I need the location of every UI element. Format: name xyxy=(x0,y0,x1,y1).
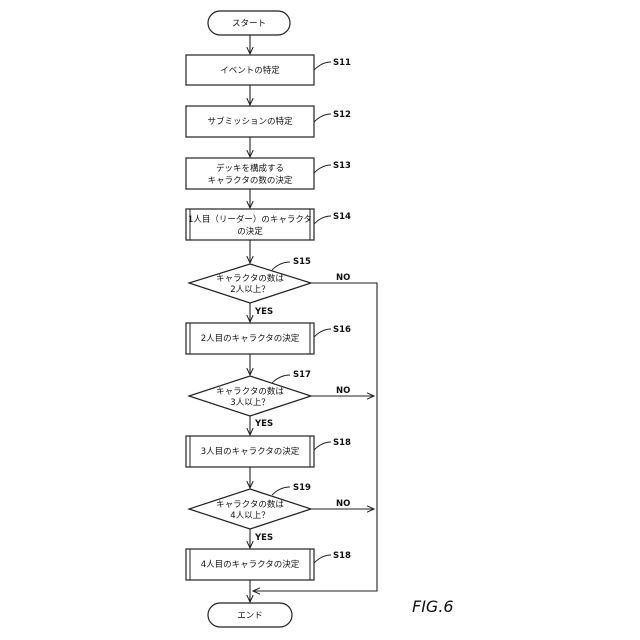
step-s11-leader xyxy=(314,62,331,70)
decision-s15-text-line1: キャラクタの数は xyxy=(216,273,284,284)
start-terminal: スタート xyxy=(208,11,290,35)
step-s14-leader xyxy=(314,216,331,224)
step-s16-id: S16 xyxy=(333,325,351,335)
decision-s19-no-label: NO xyxy=(336,499,350,509)
decision-s17-no-label: NO xyxy=(336,386,350,396)
step-s13-text-line1: デッキを構成する xyxy=(216,163,284,174)
step-s12: サブミッションの特定 S12 xyxy=(186,106,351,137)
step-s11-id: S11 xyxy=(333,58,351,68)
step-s13-id: S13 xyxy=(333,161,351,171)
decision-s19-text-line2: 4人以上？ xyxy=(230,511,269,521)
decision-s17-text-line2: 3人以上？ xyxy=(230,398,269,408)
step-s14: 1人目（リーダー）のキャラクタ の決定 S14 xyxy=(186,209,351,240)
figure-label: FIG.6 xyxy=(412,597,454,616)
decision-s19-leader xyxy=(272,487,290,495)
step-s12-leader xyxy=(314,114,331,122)
step-s18-fourth-text: 4人目のキャラクタの決定 xyxy=(201,559,300,570)
step-s11-text: イベントの特定 xyxy=(220,65,280,76)
step-s12-text: サブミッションの特定 xyxy=(207,116,293,127)
decision-s19-id: S19 xyxy=(293,483,311,493)
decision-s15-id: S15 xyxy=(293,257,311,267)
decision-s17-leader xyxy=(272,375,290,383)
step-s18-third-leader xyxy=(314,442,331,450)
step-s13-text-line2: キャラクタの数の決定 xyxy=(208,175,293,186)
decision-s15: キャラクタの数は 2人以上？ S15 NO YES xyxy=(189,257,350,317)
decision-s15-yes-label: YES xyxy=(254,307,273,317)
decision-s17-text-line1: キャラクタの数は xyxy=(216,386,284,397)
step-s14-text-line2: の決定 xyxy=(237,226,263,237)
decision-s15-text-line2: 2人以上？ xyxy=(230,285,269,295)
decision-s17-yes-label: YES xyxy=(254,419,273,429)
step-s18-fourth-id: S18 xyxy=(333,551,351,561)
step-s14-text-line1: 1人目（リーダー）のキャラクタ xyxy=(188,214,312,225)
decision-s15-no-label: NO xyxy=(336,273,350,283)
step-s16-leader xyxy=(314,329,331,337)
decision-s15-leader xyxy=(272,262,290,270)
decision-s19: キャラクタの数は 4人以上？ S19 NO YES xyxy=(189,483,350,543)
step-s18-fourth: 4人目のキャラクタの決定 S18 xyxy=(186,549,351,580)
decision-s19-text-line1: キャラクタの数は xyxy=(216,499,284,510)
step-s11: イベントの特定 S11 xyxy=(186,55,351,85)
step-s13: デッキを構成する キャラクタの数の決定 S13 xyxy=(186,158,351,189)
end-label: エンド xyxy=(237,611,263,621)
step-s13-leader xyxy=(314,165,331,173)
decision-s17-id: S17 xyxy=(293,370,311,380)
start-label: スタート xyxy=(232,19,266,29)
step-s18-third-id: S18 xyxy=(333,438,351,448)
step-s18-fourth-leader xyxy=(314,555,331,563)
step-s16: 2人目のキャラクタの決定 S16 xyxy=(186,323,351,354)
end-terminal: エンド xyxy=(208,603,292,627)
decision-s17: キャラクタの数は 3人以上？ S17 NO YES xyxy=(189,370,350,429)
step-s16-text: 2人目のキャラクタの決定 xyxy=(201,333,300,344)
step-s14-id: S14 xyxy=(333,212,351,222)
step-s18-third-text: 3人目のキャラクタの決定 xyxy=(201,446,300,457)
decision-s19-yes-label: YES xyxy=(254,533,273,543)
step-s12-id: S12 xyxy=(333,110,351,120)
step-s18-third: 3人目のキャラクタの決定 S18 xyxy=(186,436,351,467)
